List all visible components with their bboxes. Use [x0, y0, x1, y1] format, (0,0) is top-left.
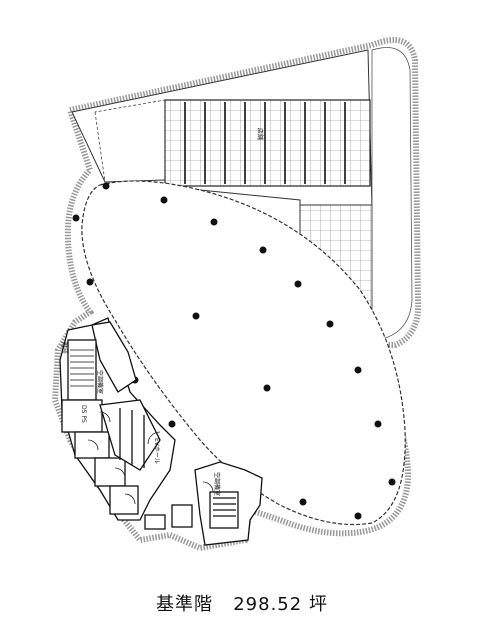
label-shop: 店舗	[256, 128, 264, 140]
label-ev-hall: EVホール	[153, 438, 160, 464]
label-stair: 階段	[60, 342, 68, 354]
service-wing	[71, 47, 413, 339]
area-unit: 坪	[308, 594, 328, 615]
service-core	[144, 461, 263, 546]
label-ac-room-2: 空調機室	[213, 472, 221, 496]
floor-plan: 空調機室 DS PS EVホール 店舗 階段 空調機室	[51, 37, 422, 552]
parking-stalls	[184, 102, 346, 184]
area-value: 298.52	[233, 594, 303, 615]
door-swings	[87, 411, 214, 505]
exterior-wall	[51, 37, 422, 552]
room-labels: 空調機室 DS PS EVホール 店舗 階段 空調機室	[60, 128, 264, 496]
stair-hatching	[70, 349, 94, 387]
office-floor	[81, 180, 406, 526]
label-ds-ps: DS PS	[80, 405, 87, 423]
core-block	[59, 317, 176, 521]
floor-label: 基準階	[156, 594, 214, 615]
label-ac-room: 空調機室	[96, 370, 104, 394]
floor-caption: 基準階 298.52 坪	[0, 590, 484, 616]
floor-plan-drawing: 空調機室 DS PS EVホール 店舗 階段 空調機室	[51, 37, 422, 552]
